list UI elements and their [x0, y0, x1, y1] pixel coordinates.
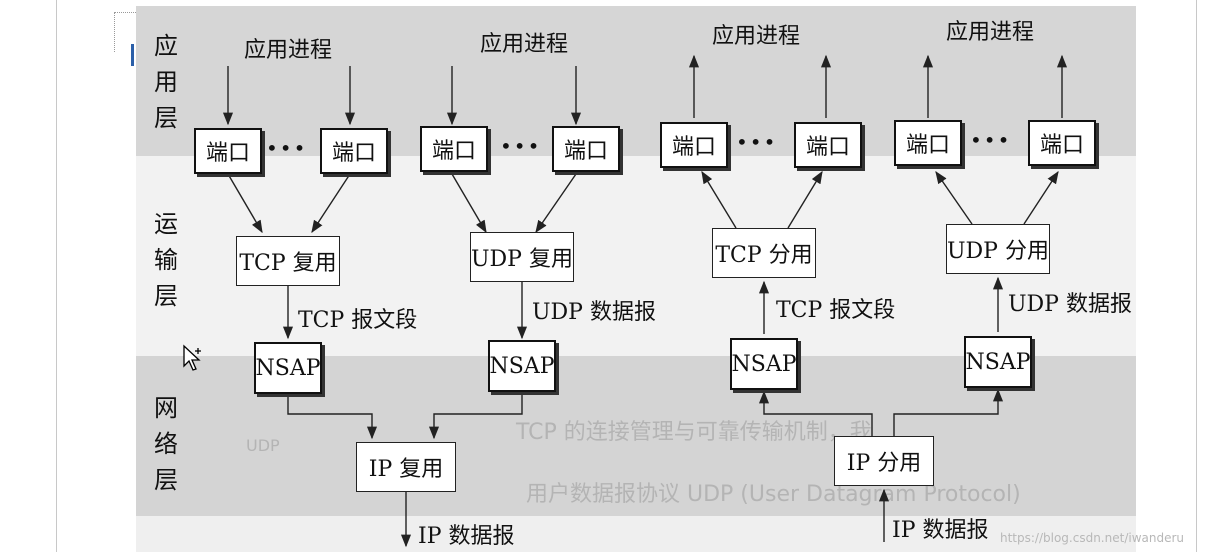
port-box-1: 端口 [194, 128, 262, 174]
process-label-3: 应用进程 [712, 24, 801, 49]
layer-text-application: 应用层 [154, 32, 178, 132]
process-label-1: 应用进程 [244, 38, 333, 63]
nsap-box-4: NSAP [964, 336, 1032, 388]
udp-mux-box: UDP 复用 [470, 232, 574, 282]
window-right-border [1196, 0, 1197, 552]
text-caret-marker [131, 44, 134, 66]
tcp-segment-label-left: TCP 报文段 [298, 308, 418, 333]
port-box-4: 端口 [552, 126, 620, 172]
layer-text-transport: 运输层 [154, 210, 178, 310]
layer-label-transport: 运输层 [152, 206, 180, 314]
connector-lines [222, 54, 1068, 548]
ip-mux-box: IP 复用 [356, 442, 456, 492]
port-box-8: 端口 [1028, 120, 1096, 166]
layer-label-application: 应用层 [152, 28, 180, 136]
layer-label-network: 网络层 [152, 390, 180, 498]
port-ellipsis-4: ••• [970, 128, 1012, 152]
udp-demux-box: UDP 分用 [946, 224, 1050, 274]
port-box-3: 端口 [420, 126, 488, 172]
nsap-box-3: NSAP [730, 338, 798, 390]
ip-datagram-label-out: IP 数据报 [418, 524, 515, 549]
port-box-2: 端口 [320, 128, 388, 174]
nsap-box-1: NSAP [254, 342, 322, 394]
port-ellipsis-2: ••• [500, 134, 542, 158]
window-left-border [56, 0, 57, 552]
tcp-mux-box: TCP 复用 [236, 236, 340, 286]
bleed-text-line-2: 用户数据报协议 UDP (User Datagram Protocol) [526, 482, 1021, 507]
watermark-url: https://blog.csdn.net/iwanderu [1000, 531, 1185, 545]
udp-datagram-label-right: UDP 数据报 [1008, 292, 1132, 317]
process-label-4: 应用进程 [946, 20, 1035, 45]
footer-light-band [136, 516, 1136, 552]
port-ellipsis-1: ••• [266, 136, 308, 160]
top-shade-band [136, 6, 1136, 156]
scanned-figure: TCP 的连接管理与可靠传输机制，我 用户数据报协议 UDP (User Dat… [136, 6, 1136, 552]
selection-corner-top [114, 12, 136, 13]
tcp-demux-box: TCP 分用 [712, 228, 816, 278]
port-box-6: 端口 [794, 122, 862, 168]
bleed-table-cell: UDP [246, 436, 280, 455]
bleed-text-line-1: TCP 的连接管理与可靠传输机制，我 [516, 420, 872, 445]
layer-text-network: 网络层 [154, 394, 178, 494]
udp-datagram-label-left: UDP 数据报 [532, 300, 656, 325]
nsap-box-2: NSAP [488, 340, 556, 392]
port-ellipsis-3: ••• [736, 130, 778, 154]
mouse-cursor-icon [183, 344, 201, 371]
ip-datagram-label-in: IP 数据报 [892, 518, 989, 543]
port-box-5: 端口 [660, 122, 728, 168]
tcp-segment-label-right: TCP 报文段 [776, 298, 896, 323]
selection-corner-left [114, 12, 115, 52]
port-box-7: 端口 [894, 120, 962, 166]
process-label-2: 应用进程 [480, 32, 569, 57]
ip-demux-box: IP 分用 [834, 436, 934, 486]
